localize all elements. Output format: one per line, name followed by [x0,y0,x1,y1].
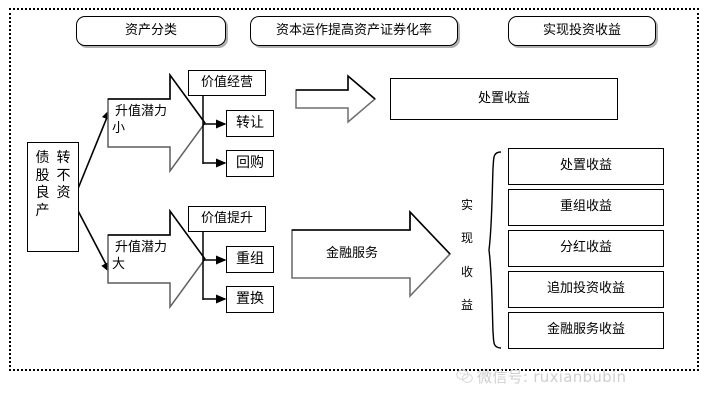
child-box-swap-label: 置换 [236,290,264,307]
source-box-debt-to-equity-npa[interactable]: 债 转 股 不 良 资 产 [27,142,79,252]
bracket-label-char-1: 现 [460,231,473,246]
source-char-3: 不 [56,167,71,184]
bracket-label-char-3: 益 [460,297,473,312]
child-box-repurchase-label: 回购 [236,154,264,171]
group-box-value-enhancement-label: 价值提升 [200,210,253,226]
header-box-capital-operation-label: 资本运作提高资产证券化率 [275,22,432,38]
source-box-vertical-text: 债 转 股 不 良 资 产 [36,150,71,219]
revenue-item-box[interactable]: 分红收益 [508,230,664,267]
watermark-text: 微信号: ruxianbubin [477,368,627,386]
child-box-swap[interactable]: 置换 [226,286,274,313]
source-char-1: 转 [56,150,71,166]
branch-label-high-potential-line2: 大 [112,256,126,272]
child-box-transfer[interactable]: 转让 [226,110,274,137]
child-box-restructure-label: 重组 [236,250,264,267]
revenue-item-box[interactable]: 追加投资收益 [508,271,664,308]
branch-label-low-potential: 升值潜力 小 [112,104,170,138]
revenue-item-box[interactable]: 处置收益 [508,148,664,185]
watermark: 微信号: ruxianbubin [456,366,626,387]
branch-label-low-potential-line1: 升值潜力 [114,104,167,119]
header-box-asset-classification[interactable]: 资产分类 [76,16,226,46]
revenue-item-label: 处置收益 [559,158,612,174]
bracket-label-char-0: 实 [460,198,473,212]
source-char-6: 产 [35,202,50,219]
bracket-label-realized-return: 实 现 收 益 [459,199,475,311]
child-box-restructure[interactable]: 重组 [226,246,274,273]
wechat-icon [456,369,473,383]
branch-label-low-potential-line2: 小 [112,120,126,136]
revenue-item-label: 分红收益 [559,240,612,256]
header-box-asset-classification-label: 资产分类 [124,22,177,38]
source-char-4: 良 [35,185,50,202]
diagram-outer-frame [9,8,699,371]
header-box-investment-return[interactable]: 实现投资收益 [508,16,656,46]
source-char-5: 资 [56,185,71,202]
header-box-capital-operation[interactable]: 资本运作提高资产证券化率 [250,16,458,46]
bracket-label-char-2: 收 [460,264,473,279]
source-char-0: 债 [35,150,50,166]
outcome-box-disposal-return[interactable]: 处置收益 [390,78,618,120]
child-box-repurchase[interactable]: 回购 [226,150,274,177]
arrow-label-financial-service: 金融服务 [325,246,378,261]
revenue-item-label: 重组收益 [559,199,612,215]
revenue-item-box[interactable]: 金融服务收益 [508,312,664,349]
group-box-value-operation-label: 价值经营 [200,74,253,90]
revenue-item-label: 金融服务收益 [546,322,625,338]
header-box-investment-return-label: 实现投资收益 [542,22,621,38]
group-box-value-operation[interactable]: 价值经营 [188,70,266,96]
outcome-box-disposal-return-label: 处置收益 [477,90,530,106]
child-box-transfer-label: 转让 [236,114,264,131]
source-char-2: 股 [35,167,50,184]
group-box-value-enhancement[interactable]: 价值提升 [188,206,266,232]
branch-label-high-potential: 升值潜力 大 [112,240,170,274]
revenue-item-label: 追加投资收益 [546,281,625,297]
revenue-item-box[interactable]: 重组收益 [508,189,664,226]
branch-label-high-potential-line1: 升值潜力 [114,240,167,255]
